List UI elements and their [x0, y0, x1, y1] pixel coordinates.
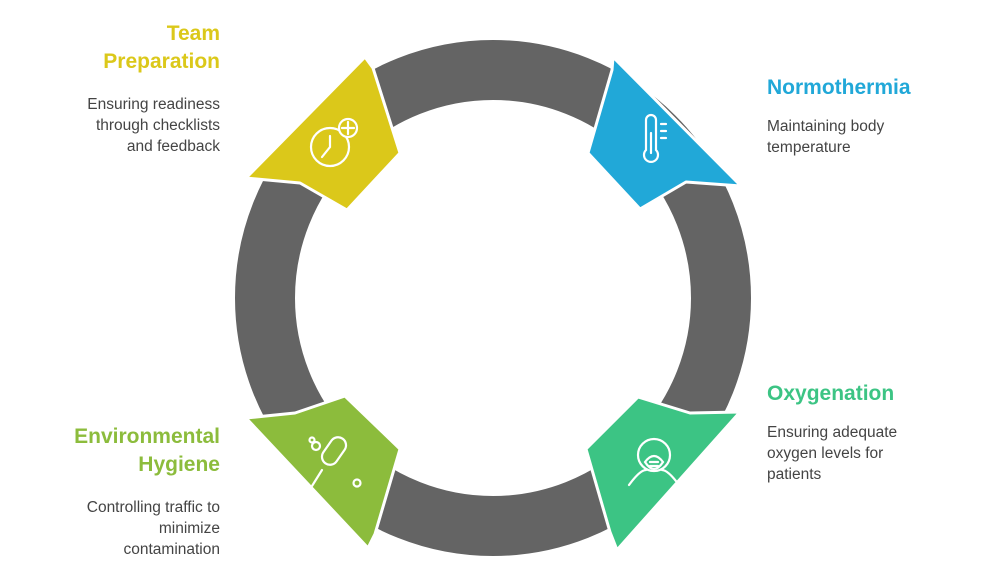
cleaning-brush-icon	[308, 436, 362, 488]
title-line: Preparation	[103, 50, 220, 73]
segment-oxygenation	[584, 395, 742, 552]
environmental-hygiene-arrow	[244, 394, 402, 550]
environmental-hygiene-title: Environmental Hygiene	[30, 423, 220, 479]
oxygenation-description: Ensuring adequate oxygen levels for pati…	[767, 422, 967, 485]
normothermia-arrow	[586, 55, 743, 211]
environmental-hygiene-description: Controlling traffic to minimize contamin…	[30, 497, 220, 560]
segment-environmental-hygiene	[244, 394, 402, 550]
description-line: oxygen levels for	[767, 445, 884, 462]
title-line: Oxygenation	[767, 382, 895, 405]
team-preparation-arrow	[244, 55, 402, 212]
description-line: Ensuring adequate	[767, 424, 898, 441]
thermometer-icon	[642, 113, 668, 163]
description-line: and feedback	[126, 138, 220, 155]
description-line: patients	[767, 466, 822, 483]
description-line: Maintaining body	[767, 118, 885, 135]
description-line: temperature	[767, 139, 851, 156]
oxygenation-arrow	[584, 395, 742, 552]
description-line: Controlling traffic to	[86, 499, 220, 516]
title-line: Hygiene	[138, 453, 220, 476]
environmental-hygiene-label: Environmental Hygiene Controlling traffi…	[30, 423, 220, 560]
team-preparation-title: Team Preparation	[40, 20, 220, 76]
description-line: minimize	[158, 520, 220, 537]
oxygen-mask-icon	[627, 437, 681, 487]
normothermia-description: Maintaining body temperature	[767, 116, 967, 158]
oxygenation-label: Oxygenation Ensuring adequate oxygen lev…	[767, 380, 967, 485]
description-line: contamination	[123, 541, 220, 558]
segment-normothermia	[586, 55, 743, 211]
normothermia-label: Normothermia Maintaining body temperatur…	[767, 74, 967, 158]
description-line: Ensuring readiness	[87, 96, 220, 113]
title-line: Normothermia	[767, 76, 911, 99]
segment-team-preparation	[244, 55, 402, 212]
cycle-ring	[235, 40, 751, 556]
normothermia-title: Normothermia	[767, 74, 967, 102]
description-line: through checklists	[95, 117, 220, 134]
team-preparation-description: Ensuring readiness through checklists an…	[40, 94, 220, 157]
title-line: Environmental	[74, 425, 220, 448]
team-preparation-label: Team Preparation Ensuring readiness thro…	[40, 20, 220, 157]
oxygenation-title: Oxygenation	[767, 380, 967, 408]
title-line: Team	[166, 22, 220, 45]
clock-plus-icon	[309, 117, 359, 168]
